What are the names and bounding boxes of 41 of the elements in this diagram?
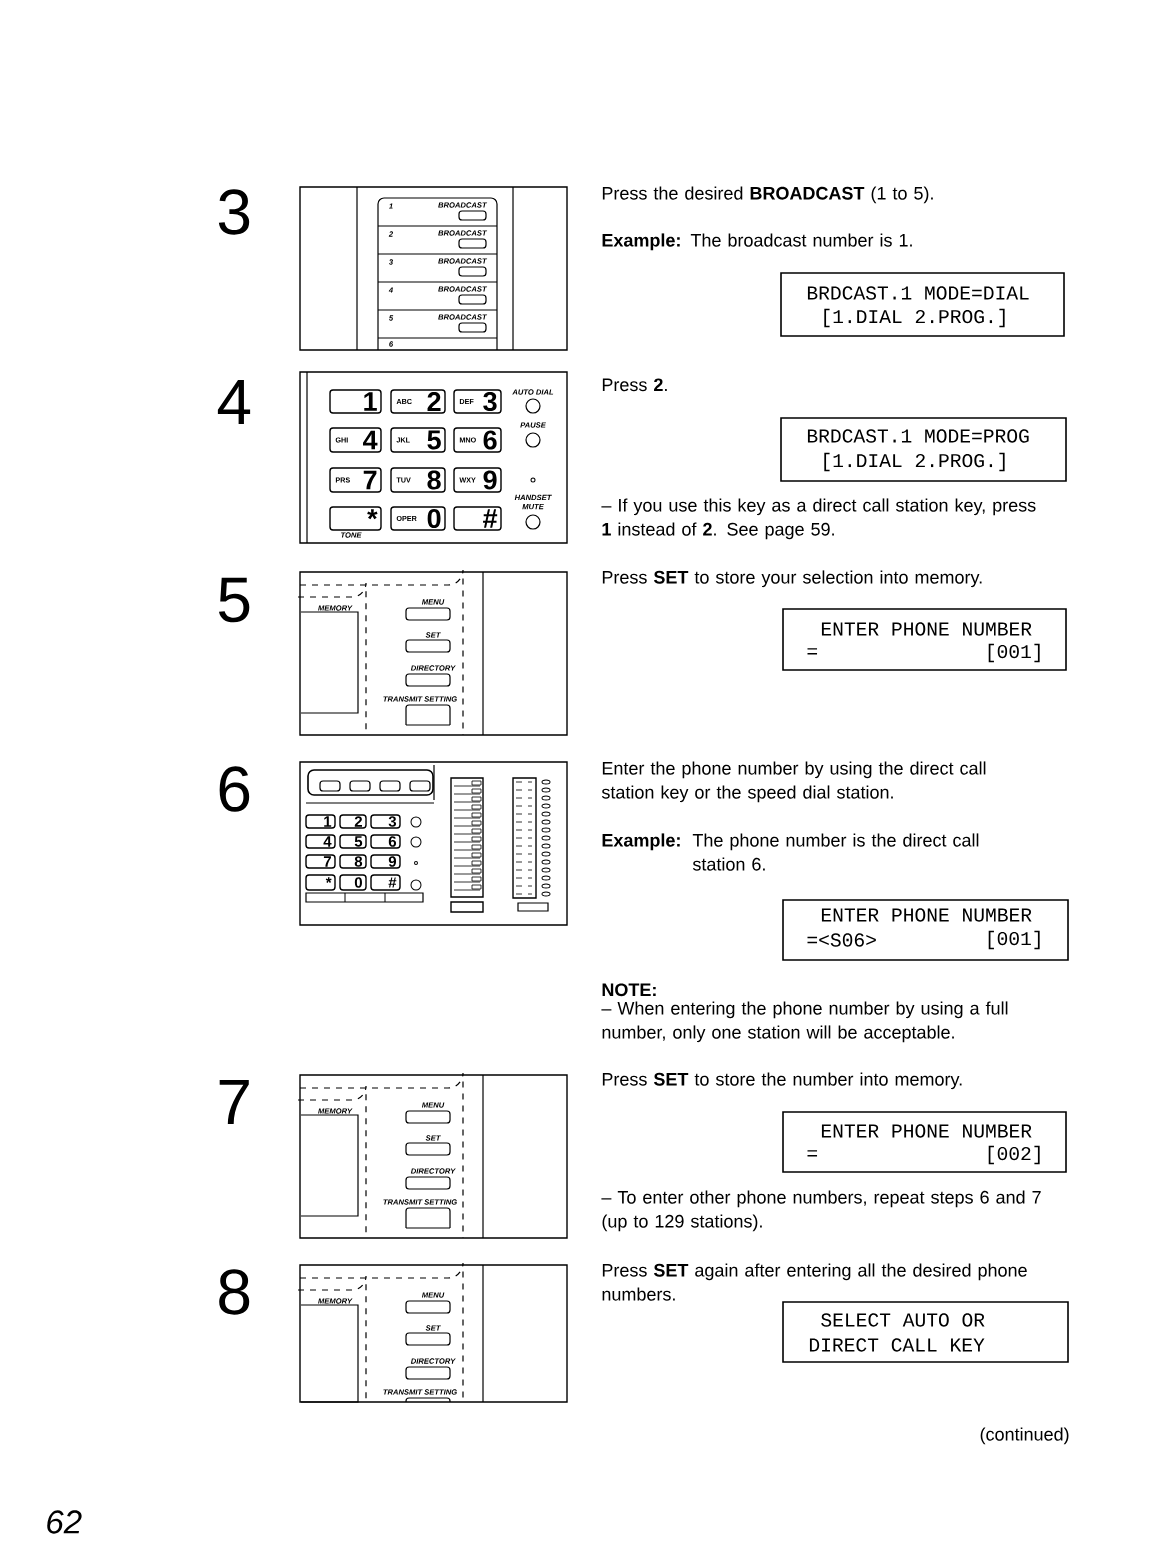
step-number: 5: [218, 577, 250, 623]
step-number: 6: [219, 766, 250, 812]
display-box: SELECT AUTO OR DIRECT CALL KEY: [782, 1301, 1069, 1363]
keypad-key: 1: [305, 814, 336, 829]
instruction-text: Example: The broadcast number is 1.: [602, 233, 912, 251]
instruction-text: – When entering the phone number by using a full number, only one station will be acceptable.: [601, 1001, 1008, 1043]
display-box: ENTER PHONE NUMBER = [002]: [782, 1111, 1067, 1173]
keypad-key: 8: [339, 854, 367, 869]
continued-note: (continued): [980, 1427, 1069, 1445]
display-box: ENTER PHONE NUMBER =<S06> [001]: [782, 899, 1069, 961]
example-label: Example:: [602, 833, 680, 851]
keypad-key: #: [453, 506, 502, 531]
step-number: 4: [217, 380, 251, 424]
keypad-key: 6: [370, 834, 401, 849]
step-number: 3: [218, 189, 250, 235]
instruction-text: Press 2.: [602, 378, 667, 392]
display-box: BRDCAST.1 MODE=PROG [1.DIAL 2.PROG.]: [780, 417, 1067, 482]
step-number: 8: [219, 1269, 250, 1315]
step-number: 7: [219, 1080, 249, 1124]
instruction-text: – If you use this key as a direct call station key, press 1 instead of 2. See page 59.: [601, 498, 1036, 540]
instruction-text: Enter the phone number by using the direct call station key or the speed dial station.: [601, 761, 986, 803]
keypad-key: 1: [329, 389, 382, 414]
instruction-text: Press the desired BROADCAST (1 to 5).: [602, 186, 933, 204]
instruction-text: The phone number is the direct call station 6.: [692, 833, 979, 871]
instruction-text: Press SET to store the number into memory.: [602, 1072, 962, 1090]
keypad-key: *: [329, 506, 382, 531]
display-box: ENTER PHONE NUMBER = [001]: [782, 608, 1067, 671]
instruction-text: – To enter other phone numbers, repeat steps 6 and 7 (up to 129 stations).: [601, 1190, 1041, 1232]
keypad-key: #: [370, 874, 401, 891]
keypad-key: *: [305, 874, 336, 891]
keypad-key: 7: [305, 854, 336, 869]
keypad-key: 9: [370, 854, 401, 869]
keypad-key: 3: [370, 814, 401, 829]
keypad-key: 0: [339, 874, 367, 891]
note-heading: NOTE:: [602, 983, 656, 997]
keypad-key: 5: [339, 834, 367, 849]
keypad-key: 4: [305, 834, 336, 849]
display-box: BRDCAST.1 MODE=DIAL [1.DIAL 2.PROG.]: [780, 272, 1065, 337]
page-number: 62: [47, 1510, 82, 1534]
keypad-key: 2: [339, 814, 367, 829]
instruction-text: Press SET to store your selection into memory.: [602, 570, 982, 588]
